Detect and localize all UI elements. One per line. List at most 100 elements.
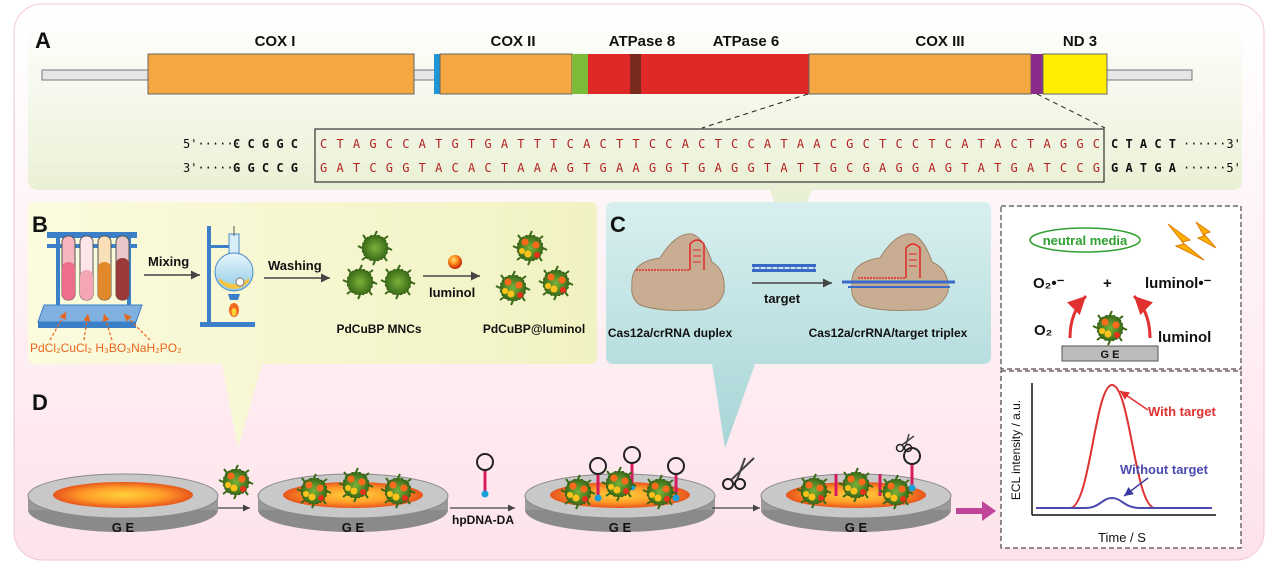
luminol-radical-label: luminol•⁻	[1145, 275, 1212, 292]
target-dna	[752, 264, 816, 272]
without-target-curve	[1036, 496, 1212, 509]
panel-c-label: C	[610, 212, 626, 237]
gene-cox1	[147, 53, 415, 95]
seq-bottom-target: G A T C G G T A C A C T A A A G T G A A …	[320, 161, 1100, 175]
gene-atpase6	[641, 54, 809, 94]
bound-particle-2a	[297, 474, 331, 508]
duplex-label: Cas12a/crRNA duplex	[608, 326, 733, 340]
bound-particle-3a	[561, 475, 595, 509]
seq-top-target: C T A G C C A T G T G A T T T C A C T T …	[320, 137, 1100, 151]
seq-bottom-prefix: 3'······	[183, 161, 241, 175]
gene-label-cox1: COX I	[255, 33, 296, 50]
ecl-y-label: ECL intensity / a.u.	[1009, 400, 1023, 500]
target-sequence-box	[314, 128, 1105, 183]
inset-electrode-label: G E	[1101, 349, 1120, 361]
luminol-molecule	[448, 255, 462, 269]
mncs-label: PdCuBP MNCs	[336, 322, 421, 336]
mixing-label: Mixing	[148, 254, 189, 269]
flask-apparatus	[200, 226, 255, 327]
product-particle-3	[539, 266, 573, 300]
gene-trna-1	[434, 54, 440, 94]
gene-label-cox3: COX III	[915, 33, 964, 50]
luminol-inset-label: luminol	[1158, 329, 1211, 346]
neutral-media-badge	[1029, 227, 1141, 253]
seq-top-right: C T A C T	[1111, 137, 1176, 151]
scissors-icon	[722, 457, 755, 490]
plus-sign: +	[1103, 275, 1112, 292]
electrode-label-3: G E	[609, 520, 632, 535]
gene-trna-2	[572, 54, 588, 94]
mnc-particle-3	[380, 264, 416, 300]
seq-top-left: C C G G C	[233, 137, 298, 151]
panel-b-label: B	[32, 212, 48, 237]
seq-bottom-suffix: ······5'	[1183, 161, 1241, 175]
seq-top-suffix: ······3'	[1183, 137, 1241, 151]
ecl-plot-inset	[1000, 370, 1242, 549]
ecl-x-label: Time / S	[1098, 530, 1146, 545]
electrode-label-4: G E	[845, 520, 868, 535]
gene-trna-3	[1031, 54, 1043, 94]
gene-overlap	[630, 54, 641, 94]
superoxide-label: O₂•⁻	[1033, 275, 1065, 292]
bound-particle-4c	[879, 475, 913, 509]
mnc-particle-2	[342, 264, 378, 300]
gene-nd3	[1042, 53, 1108, 95]
gene-label-atpase8: ATPase 8	[609, 33, 675, 50]
electrode-label-1: G E	[112, 520, 135, 535]
step-particle	[219, 465, 253, 499]
small-scissors-icon	[895, 433, 915, 453]
zoom-line-right	[1036, 93, 1106, 129]
reagent-arrow-2	[83, 313, 91, 341]
gene-cox3	[808, 53, 1032, 95]
electrode-label-2: G E	[342, 520, 365, 535]
cas12a-duplex	[631, 233, 725, 311]
product-particle-1	[513, 231, 547, 265]
seq-top-prefix: 5'······	[183, 137, 241, 151]
reagent-arrow-1	[49, 311, 67, 341]
with-target-pointer	[1119, 390, 1149, 411]
bound-particle-3b	[602, 467, 636, 501]
gene-label-cox2: COX II	[490, 33, 535, 50]
zoom-line-left	[701, 93, 809, 129]
seq-bottom-right: G A T G A	[1111, 161, 1177, 175]
inset-electrode	[1061, 345, 1159, 362]
target-label: target	[764, 291, 801, 306]
without-target-label: Without target	[1120, 462, 1209, 477]
gene-label-atpase6: ATPase 6	[713, 33, 779, 50]
lightning-icon	[1167, 221, 1217, 261]
with-target-label: With target	[1148, 404, 1216, 419]
with-target-curve	[1036, 383, 1212, 509]
oxygen-reduction-arrow	[1066, 294, 1088, 339]
gene-atpase8	[588, 54, 630, 94]
inset-particle	[1093, 311, 1127, 345]
reagent-arrow-4	[123, 313, 151, 341]
mnc-particle-1	[357, 230, 393, 266]
oxygen-label: O₂	[1034, 322, 1052, 339]
bound-particle-2c	[381, 474, 415, 508]
luminol-label: luminol	[429, 285, 475, 300]
bound-particle-4a	[797, 474, 831, 508]
result-arrow	[956, 501, 996, 521]
luminol-oxidation-arrow	[1132, 294, 1154, 339]
hpdna-label: hpDNA-DA	[452, 513, 514, 527]
gene-label-nd3: ND 3	[1063, 33, 1097, 50]
product-label: PdCuBP@luminol	[483, 322, 585, 336]
panel-d-label: D	[32, 390, 48, 415]
triplex-label: Cas12a/crRNA/target triplex	[809, 326, 968, 340]
test-tube-rack	[37, 232, 143, 328]
seq-bottom-left: G G C C G	[233, 161, 298, 175]
panel-a-label: A	[35, 28, 51, 53]
reagent-arrow-3	[102, 313, 113, 341]
neutral-media-label: neutral media	[1043, 233, 1128, 248]
product-particle-2	[496, 271, 530, 305]
bound-particle-2b	[339, 468, 373, 502]
washing-label: Washing	[268, 258, 322, 273]
reagents-label: PdCl₂CuCl₂ H₃BO₃NaH₂PO₂	[30, 341, 182, 355]
cas12a-triplex	[842, 233, 955, 311]
without-target-pointer	[1123, 477, 1149, 497]
gene-cox2	[439, 53, 573, 95]
bound-particle-4b	[839, 468, 873, 502]
bound-particle-3c	[643, 475, 677, 509]
